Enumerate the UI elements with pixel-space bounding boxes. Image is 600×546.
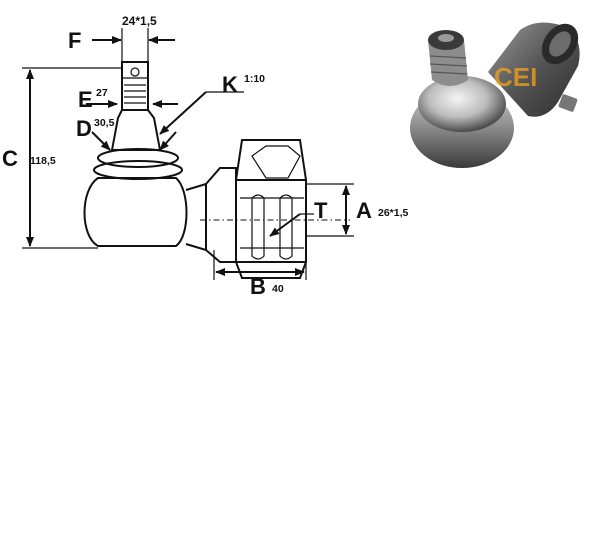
ball-housing [83,177,188,247]
label-C: C [2,146,18,171]
dimension-A [306,183,354,237]
hex-nut-outline [251,145,301,179]
label-C-value: 118,5 [30,155,56,167]
label-D-value: 30,5 [94,117,115,129]
label-B: B [250,274,266,299]
label-A-value: 26*1,5 [378,207,409,219]
label-K: K [222,72,238,97]
dimension-B [213,250,307,280]
ball-joint-drawing: F 24*1,5 K 1:10 E 27 D 30,5 C 118,5 T A … [2,14,409,299]
label-F: F [68,28,81,53]
label-T: T [314,198,328,223]
label-A: A [356,198,372,223]
product-photo: CEI [404,8,596,176]
label-E-value: 27 [96,87,108,99]
clamp-slot-left [251,194,265,260]
label-E: E [78,87,93,112]
threaded-stud [110,61,162,151]
dimension-D [91,131,177,151]
label-thread-size: 24*1,5 [122,14,157,28]
label-D: D [76,116,92,141]
dimension-F [92,28,175,62]
photo-watermark: CEI [494,62,537,92]
label-B-value: 40 [272,283,284,295]
dust-boot [93,148,183,180]
dimension-T [269,213,314,237]
label-K-value: 1:10 [244,73,265,85]
housing-neck [185,167,237,263]
threaded-socket [200,139,350,279]
clamp-slot-right [279,194,293,260]
cotter-pin-hole [130,67,140,77]
dimension-C [22,67,122,249]
dimension-K [159,91,244,135]
